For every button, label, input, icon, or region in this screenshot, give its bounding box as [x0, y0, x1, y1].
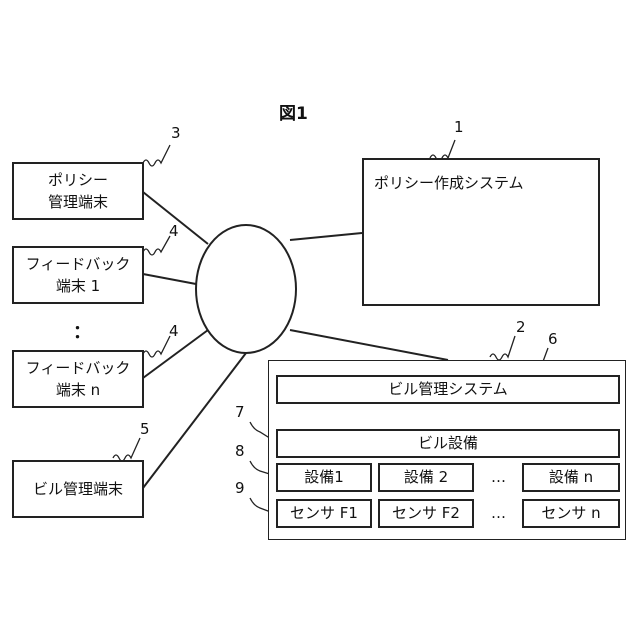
sensor-f2: センサ F2	[378, 499, 474, 528]
leader-2	[490, 336, 515, 360]
building-management-terminal: ビル管理端末	[12, 460, 144, 518]
vertical-ellipsis: ：	[73, 318, 91, 344]
equipment-2-label: 設備 2	[404, 466, 448, 489]
feedback-terminal-1: フィードバック 端末 1	[12, 246, 144, 304]
ref-6: 6	[548, 330, 558, 348]
policy-management-terminal: ポリシー 管理端末	[12, 162, 144, 220]
figure-title: 図1	[279, 99, 308, 124]
building-management-system-label: ビル管理システム	[388, 378, 508, 401]
equipment-1-label: 設備1	[304, 466, 344, 489]
ref-3: 3	[171, 124, 181, 142]
building-equipment-label: ビル設備	[418, 432, 478, 455]
sensor-n: センサ n	[522, 499, 620, 528]
sensor-f1: センサ F1	[276, 499, 372, 528]
equipment-n: 設備 n	[522, 463, 620, 492]
ref-2: 2	[516, 318, 526, 336]
building-equipment: ビル設備	[276, 429, 620, 458]
ref-5: 5	[140, 420, 150, 438]
equipment-1: 設備1	[276, 463, 372, 492]
link-building-group	[290, 330, 448, 360]
link-feedback-1	[143, 274, 196, 284]
ref-4b: 4	[169, 322, 179, 340]
building-management-terminal-label: ビル管理端末	[33, 478, 123, 501]
link-building-terminal	[143, 353, 246, 488]
building-management-system: ビル管理システム	[276, 375, 620, 404]
policy-creation-system: ポリシー作成システム	[362, 158, 600, 306]
sensor-f1-label: センサ F1	[290, 502, 358, 525]
sensor-ellipsis: …	[491, 504, 506, 522]
policy-management-terminal-label: ポリシー 管理端末	[48, 169, 108, 214]
feedback-terminal-n: フィードバック 端末 n	[12, 350, 144, 408]
sensor-n-label: センサ n	[541, 502, 600, 525]
sensor-f2-label: センサ F2	[392, 502, 460, 525]
ref-8: 8	[235, 442, 245, 460]
link-policy-system	[290, 233, 362, 240]
ref-9: 9	[235, 479, 245, 497]
equipment-2: 設備 2	[378, 463, 474, 492]
leader-4b	[143, 336, 170, 357]
feedback-terminal-n-label: フィードバック 端末 n	[26, 357, 131, 402]
leader-4a	[143, 236, 170, 255]
equipment-ellipsis: …	[491, 468, 506, 486]
feedback-terminal-1-label: フィードバック 端末 1	[26, 253, 131, 298]
policy-creation-system-label: ポリシー作成システム	[374, 172, 524, 195]
leader-5	[113, 438, 140, 461]
equipment-n-label: 設備 n	[549, 466, 593, 489]
ref-4a: 4	[169, 222, 179, 240]
leader-3	[143, 145, 170, 166]
ref-7: 7	[235, 403, 245, 421]
ref-1: 1	[454, 118, 464, 136]
network-ellipse	[196, 225, 296, 353]
